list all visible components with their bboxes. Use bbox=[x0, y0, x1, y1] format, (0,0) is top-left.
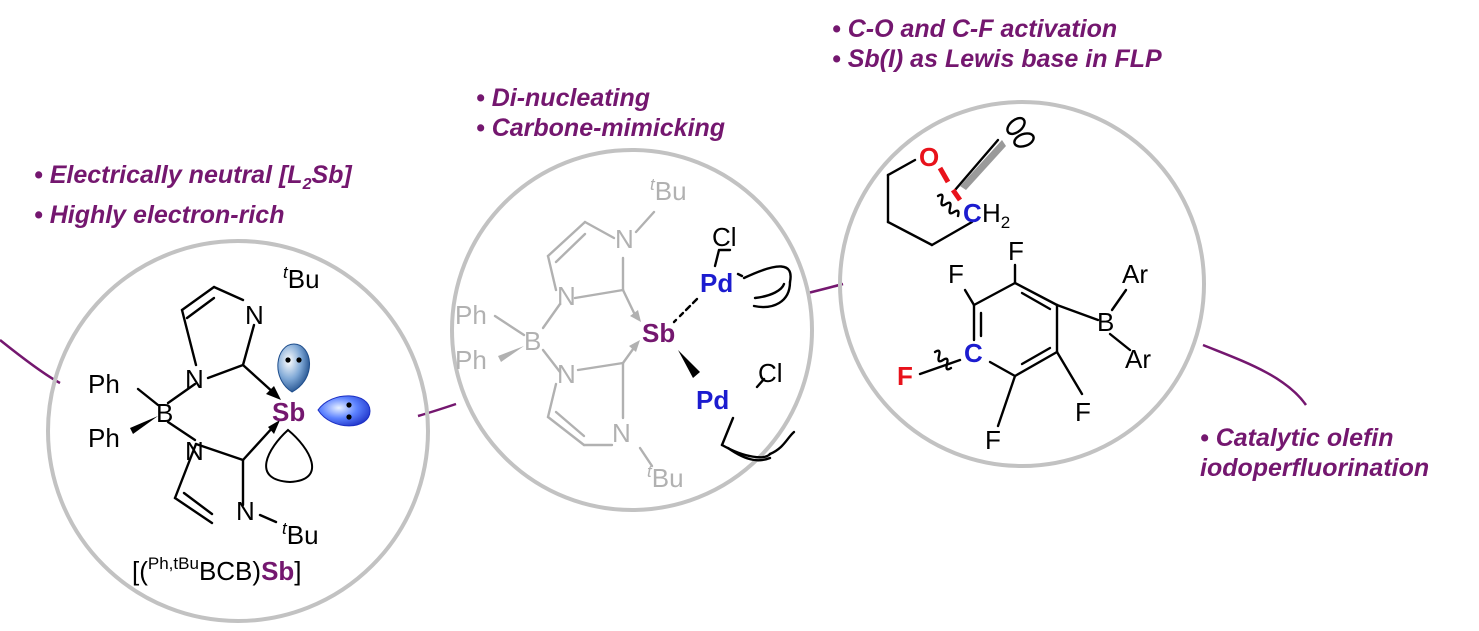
caption-middle: • Di-nucleating • Carbone-mimicking bbox=[476, 83, 725, 143]
right-structure bbox=[886, 116, 1132, 428]
right-f-label: F bbox=[1075, 397, 1091, 427]
left-ph-label: Ph bbox=[88, 423, 120, 453]
middle-tbu-top: tBu bbox=[650, 175, 687, 206]
lone-pair-dot bbox=[285, 357, 291, 363]
right-f-label: F bbox=[1008, 236, 1024, 266]
lone-pair-lobe-top bbox=[277, 343, 310, 393]
middle-wedge-pd bbox=[678, 350, 700, 378]
middle-sb-label: Sb bbox=[642, 318, 675, 348]
scissors-blade bbox=[960, 140, 1006, 190]
middle-n-label: N bbox=[557, 281, 576, 311]
caption-line: • Electrically neutral [L2Sb] bbox=[34, 161, 352, 193]
right-b-label: B bbox=[1097, 307, 1114, 337]
left-structure bbox=[130, 285, 313, 525]
lone-pair-dot bbox=[346, 414, 352, 420]
caption-right-bottom: • Catalytic olefin iodoperfluorination bbox=[1200, 423, 1429, 483]
right-ar-label: Ar bbox=[1125, 344, 1151, 374]
middle-pd-label: Pd bbox=[696, 385, 729, 415]
compound-name: [(Ph,tBuBCB)Sb] bbox=[132, 554, 302, 586]
middle-arrowhead bbox=[630, 310, 641, 322]
right-ar-label: Ar bbox=[1122, 259, 1148, 289]
caption-right-top: • C-O and C-F activation • Sb(I) as Lewi… bbox=[832, 14, 1162, 74]
left-ph-label: Ph bbox=[88, 369, 120, 399]
right-f-label: F bbox=[985, 425, 1001, 455]
caption-line: • Carbone-mimicking bbox=[476, 114, 726, 142]
left-n-label: N bbox=[185, 364, 204, 394]
right-circle bbox=[838, 100, 1206, 468]
lone-pair-lobe-right bbox=[317, 395, 371, 427]
lone-pair-dot bbox=[346, 402, 352, 408]
middle-pd-bonds bbox=[672, 248, 796, 462]
left-n-label: N bbox=[185, 436, 204, 466]
left-tbu-top: tBu bbox=[283, 263, 320, 294]
left-sb-label: Sb bbox=[272, 397, 305, 427]
middle-ph-label: Ph bbox=[455, 300, 487, 330]
middle-cl-label: Cl bbox=[712, 222, 737, 252]
right-c-label: C bbox=[964, 338, 983, 368]
middle-structure bbox=[493, 210, 656, 468]
middle-tbu-bottom: tBu bbox=[647, 462, 684, 493]
middle-ph-label: Ph bbox=[455, 345, 487, 375]
right-f-label: F bbox=[897, 361, 913, 391]
left-circle bbox=[46, 239, 430, 623]
middle-arrowhead bbox=[629, 340, 640, 352]
caption-line: • Catalytic olefin bbox=[1200, 424, 1394, 452]
caption-left: • Electrically neutral [L2Sb] • Highly e… bbox=[34, 160, 352, 230]
left-tbu-bottom: tBu bbox=[282, 519, 319, 550]
left-b-label: B bbox=[156, 398, 173, 428]
middle-wedge-ph bbox=[498, 346, 524, 362]
left-arrowhead-upper bbox=[266, 386, 281, 400]
middle-circle bbox=[450, 148, 814, 512]
caption-line: • Di-nucleating bbox=[476, 84, 651, 112]
left-n-label: N bbox=[245, 300, 264, 330]
caption-line: • C-O and C-F activation bbox=[832, 15, 1118, 43]
caption-line: • Highly electron-rich bbox=[34, 201, 285, 229]
right-f-label: F bbox=[948, 259, 964, 289]
middle-n-label: N bbox=[615, 224, 634, 254]
middle-n-label: N bbox=[612, 418, 631, 448]
right-ch2: H2 bbox=[982, 198, 1010, 232]
middle-b-label: B bbox=[524, 326, 541, 356]
middle-cl-label: Cl bbox=[758, 358, 783, 388]
caption-line: iodoperfluorination bbox=[1200, 454, 1430, 482]
left-arrowhead-lower bbox=[268, 420, 280, 434]
caption-line: • Sb(I) as Lewis base in FLP bbox=[832, 45, 1162, 73]
middle-n-label: N bbox=[557, 359, 576, 389]
cleaved-bond bbox=[937, 166, 963, 202]
middle-pd-label: Pd bbox=[700, 268, 733, 298]
right-c-label: C bbox=[963, 198, 982, 228]
lone-pair-dot bbox=[296, 357, 302, 363]
connector-arc bbox=[0, 282, 1308, 418]
left-n-label: N bbox=[236, 496, 255, 526]
right-o-label: O bbox=[919, 142, 939, 172]
